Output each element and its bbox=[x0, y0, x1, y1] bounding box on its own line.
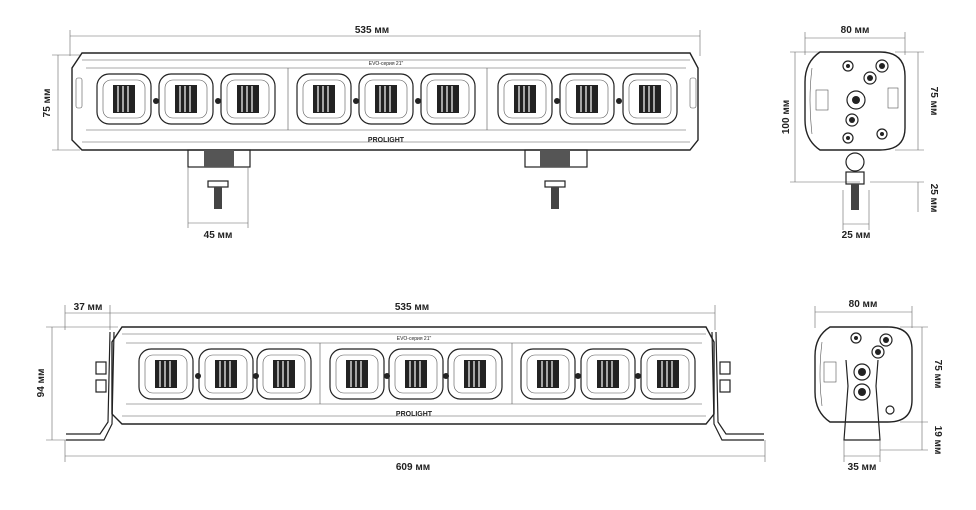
top-mount-right bbox=[524, 149, 588, 209]
bottom-height-label: 94 мм bbox=[36, 369, 47, 398]
side-top-mount-height-label: 25 мм bbox=[928, 184, 939, 213]
led-dot bbox=[153, 98, 159, 104]
led-dot bbox=[554, 98, 560, 104]
led-dot bbox=[415, 98, 421, 104]
top-led-modules bbox=[96, 73, 678, 125]
bottom-bracket-right bbox=[711, 331, 764, 441]
bottom-led-modules bbox=[138, 348, 696, 400]
led-dot bbox=[253, 373, 259, 379]
bottom-bracket-left bbox=[66, 331, 115, 441]
led-dot bbox=[575, 373, 581, 379]
bottom-side-view: 80 мм 75 мм 19 мм 35 мм bbox=[814, 299, 943, 473]
side-top-width-label: 80 мм bbox=[841, 25, 870, 36]
side-bottom-width-label: 80 мм bbox=[849, 299, 878, 310]
side-bottom-body-label: 75 мм bbox=[932, 360, 943, 389]
led-module bbox=[220, 73, 276, 125]
top-brand-label: PROLIGHT bbox=[368, 137, 405, 144]
led-module bbox=[520, 348, 576, 400]
bottom-total-label: 609 мм bbox=[396, 462, 430, 473]
bottom-front-view: 37 мм 535 мм 94 мм EVO-серия 21" PROLIGH… bbox=[36, 302, 766, 473]
led-module bbox=[96, 73, 152, 125]
led-module bbox=[158, 73, 214, 125]
top-model-label: EVO-серия 21" bbox=[369, 61, 404, 67]
led-module bbox=[329, 348, 385, 400]
led-module bbox=[420, 73, 476, 125]
led-module bbox=[580, 348, 636, 400]
top-mount-left bbox=[187, 149, 251, 209]
led-dot bbox=[195, 373, 201, 379]
led-module bbox=[559, 73, 615, 125]
led-module bbox=[388, 348, 444, 400]
led-module bbox=[497, 73, 553, 125]
side-bottom-mount-width-label: 35 мм bbox=[848, 462, 877, 473]
led-module bbox=[358, 73, 414, 125]
led-module bbox=[198, 348, 254, 400]
led-module bbox=[447, 348, 503, 400]
top-front-view: 535 мм 75 мм EVO-серия 21" PROLIGHT bbox=[42, 25, 701, 241]
led-module bbox=[640, 348, 696, 400]
led-module bbox=[622, 73, 678, 125]
bottom-brand-label: PROLIGHT bbox=[396, 411, 433, 418]
top-side-view: 80 мм 100 мм 75 мм 25 мм 25 мм bbox=[781, 25, 939, 241]
top-mount-label: 45 мм bbox=[204, 230, 233, 241]
side-top-height-label: 100 мм bbox=[781, 100, 792, 134]
top-width-label: 535 мм bbox=[355, 25, 389, 36]
led-module bbox=[256, 348, 312, 400]
bottom-model-label: EVO-серия 21" bbox=[397, 336, 432, 342]
led-dot bbox=[215, 98, 221, 104]
side-bottom-mount-height-label: 19 мм bbox=[932, 426, 943, 455]
side-top-mount-width-label: 25 мм bbox=[842, 230, 871, 241]
led-module bbox=[296, 73, 352, 125]
led-dot bbox=[353, 98, 359, 104]
bottom-offset-label: 37 мм bbox=[74, 302, 103, 313]
led-dot bbox=[635, 373, 641, 379]
led-module bbox=[138, 348, 194, 400]
top-height-label: 75 мм bbox=[42, 89, 53, 118]
side-top-body-label: 75 мм bbox=[928, 87, 939, 116]
led-dot bbox=[616, 98, 622, 104]
bottom-width-label: 535 мм bbox=[395, 302, 429, 313]
